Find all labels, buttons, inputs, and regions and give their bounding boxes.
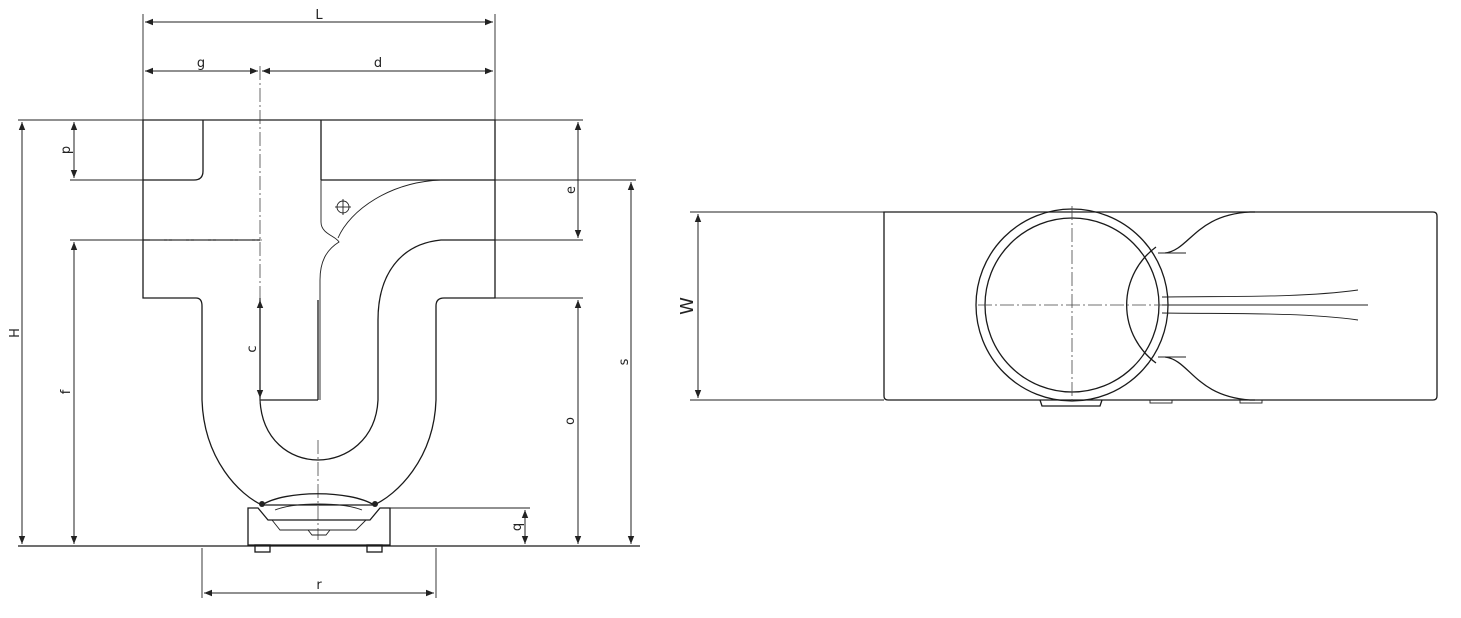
outlet-fin-upper (1161, 289, 1359, 298)
dim-label-W: W (677, 297, 698, 315)
inner-u-bend (259, 298, 379, 461)
weir-curve (319, 180, 340, 400)
foot-small-a (1149, 399, 1173, 404)
dim-label-f: f (59, 389, 74, 394)
dim-label-d: d (374, 56, 382, 71)
foot-small-b (1239, 399, 1263, 404)
dim-label-e: e (564, 186, 579, 194)
dim-label-c: c (245, 345, 260, 352)
inlet-pipe-inner (143, 120, 204, 181)
outlet-lower-wall (377, 239, 495, 400)
trap-outer-contour (142, 119, 496, 506)
crosshair-symbol-icon (335, 199, 351, 215)
dim-label-g: g (197, 56, 205, 71)
outlet-lower-curve (1164, 356, 1255, 401)
dim-label-o: o (563, 417, 578, 425)
dim-label-p: p (59, 146, 74, 154)
dim-label-r: r (316, 578, 322, 593)
cleanout-base (247, 493, 530, 553)
dip-tube-arc (1126, 246, 1157, 364)
base-plate (1039, 399, 1103, 407)
dim-label-L: L (315, 8, 323, 23)
dim-label-s: s (617, 358, 632, 365)
outlet-fin-lower (1161, 312, 1359, 321)
dim-label-q: q (510, 523, 525, 531)
dim-label-H: H (8, 328, 23, 338)
top-view: W (677, 206, 1438, 407)
front-view: L g d p H f c e o s q r (8, 8, 640, 598)
outlet-bend-curve (337, 179, 442, 239)
outlet-upper-curve (1164, 211, 1255, 254)
extension-lines (18, 14, 636, 598)
top-view-body (883, 211, 1438, 401)
